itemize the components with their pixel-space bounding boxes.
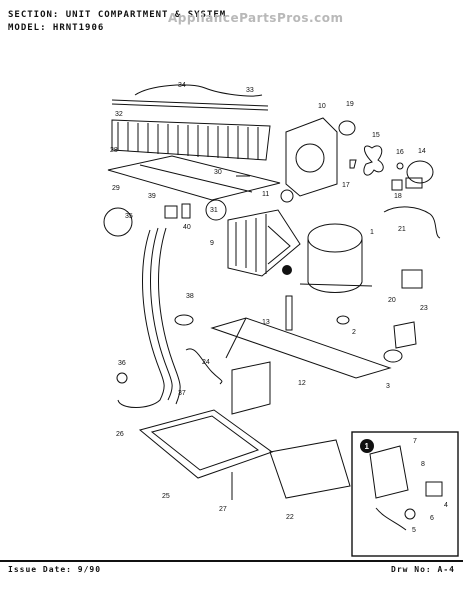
condenser-28 [111,119,271,161]
part-label: 40 [183,224,191,231]
part-31-callout [205,199,227,221]
drain-pan-25 [138,409,274,479]
part-label: 22 [286,514,294,521]
part-label: 19 [346,101,354,108]
fan-blade-15 [363,145,384,176]
inset-frame [351,431,459,557]
inset-part-4 [425,481,443,497]
inset-relay [369,445,409,499]
overload-23 [393,321,417,349]
plate-29 [107,155,281,201]
inset-badge-text: 1 [365,442,370,451]
cord-24 [185,348,223,385]
part-label: 32 [115,111,123,118]
part-label: 29 [112,185,120,192]
part-label: 39 [148,193,156,200]
part-label: 37 [178,390,186,397]
section-title: SECTION: UNIT COMPARTMENT & SYSTEM [8,10,227,20]
part-label: 25 [162,493,170,500]
compressor-1 [299,223,373,293]
part-label: 4 [444,502,448,509]
part-label: 28 [110,147,118,154]
fan-mount-19 [338,120,356,136]
drawing-number: Drw No: A-4 [391,565,455,574]
bracket-13 [285,295,293,331]
part-18 [391,179,403,191]
part-17 [349,159,357,169]
part-label: 30 [214,169,222,176]
part-label: 15 [372,132,380,139]
part-label: 35 [125,213,133,220]
part-label: 11 [262,191,269,198]
part-label: 33 [246,87,254,94]
tube-34 [134,84,263,97]
grommet-3 [383,349,403,363]
mount-2 [336,315,350,325]
part-label: 1 [370,229,374,236]
part-label: 18 [394,193,402,200]
part-label: 14 [418,148,426,155]
part-label: 5 [412,527,416,534]
part-label: 10 [318,103,326,110]
part-label: 34 [178,82,186,89]
part-label: 23 [420,305,428,312]
part-label: 21 [398,226,406,233]
harness-21 [383,206,441,239]
part-16 [396,162,404,170]
inset-badge [360,439,374,453]
callout-badge [282,265,292,275]
inset-wire [375,507,407,531]
part-label: 16 [396,149,404,156]
part-36 [116,372,128,384]
part-label: 26 [116,431,124,438]
part-label: 13 [262,319,270,326]
model-number: MODEL: HRNT1906 [8,23,105,33]
rail-32 [111,99,269,107]
base-frame-12 [210,317,392,415]
rail-33 [111,103,269,111]
part-label: 27 [219,506,227,513]
inset-part-5 [404,508,416,520]
part-35-callout [103,207,133,237]
part-label: 20 [388,297,396,304]
part-label: 9 [210,240,214,247]
grommet-11 [280,189,294,203]
panel-22 [269,439,351,499]
fan-shroud-10 [285,117,338,197]
issue-date: Issue Date: 9/90 [8,565,102,574]
part-label: 36 [118,360,126,367]
relay-20 [401,269,423,289]
fan-motor-14 [405,160,434,189]
part-39 [164,205,178,219]
part-label: 8 [421,461,425,468]
clamp-38 [174,314,194,326]
evaporator-9 [227,209,301,277]
footer-rule [0,560,463,562]
part-40 [181,203,191,219]
part-label: 17 [342,182,350,189]
part-label: 2 [352,329,356,336]
part-label: 31 [210,207,218,214]
part-labels: 1 2 3 4 5 6 7 8 9 10 11 12 13 14 15 16 1… [110,82,448,534]
part-label: 38 [186,293,194,300]
part-label: 7 [413,438,417,445]
part-label: 24 [202,359,210,366]
tube-37 [117,229,165,408]
part-label: 6 [430,515,434,522]
part-label: 3 [386,383,390,390]
part-label: 12 [298,380,306,387]
watermark: AppliancePartsPros.com [168,11,344,25]
